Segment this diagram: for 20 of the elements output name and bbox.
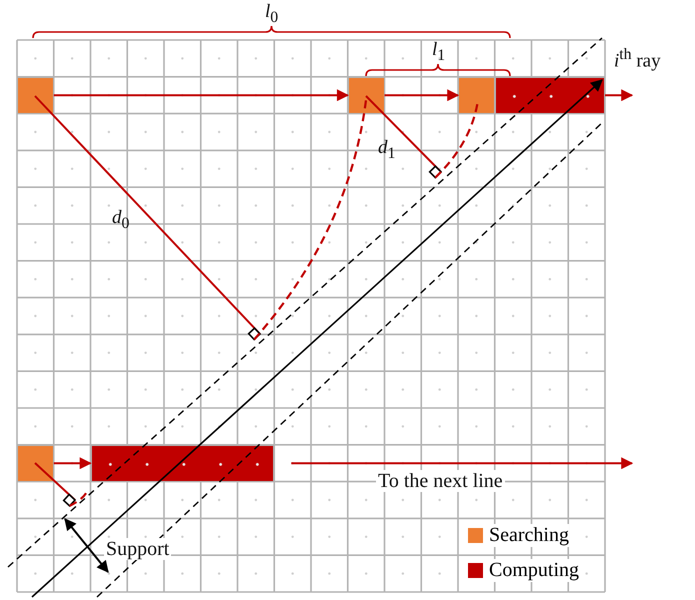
ray-label: i$^{th}$ ray xyxy=(614,46,661,72)
distance-label: d$_{1}$ xyxy=(378,138,396,162)
searching-cell xyxy=(17,444,54,482)
brace-label: l$_{1}$ xyxy=(432,40,446,64)
brace-label: l$_{0}$ xyxy=(265,2,278,26)
arrow xyxy=(384,89,460,102)
searching-cell xyxy=(17,76,54,114)
computing-cell-bar xyxy=(90,444,274,482)
arrow xyxy=(54,457,92,470)
arrow xyxy=(605,89,634,102)
arrow xyxy=(291,457,634,470)
annotation-text: Support xyxy=(104,538,172,560)
arrow xyxy=(54,89,349,102)
legend-label: Computing xyxy=(489,559,580,582)
legend-label: Searching xyxy=(489,524,569,547)
annotation-text: To the next line xyxy=(376,470,505,492)
distance-label: d$_{0}$ xyxy=(112,208,130,232)
computing-cell-bar xyxy=(494,76,605,114)
searching-cell xyxy=(348,76,384,114)
searching-cell xyxy=(458,76,495,114)
